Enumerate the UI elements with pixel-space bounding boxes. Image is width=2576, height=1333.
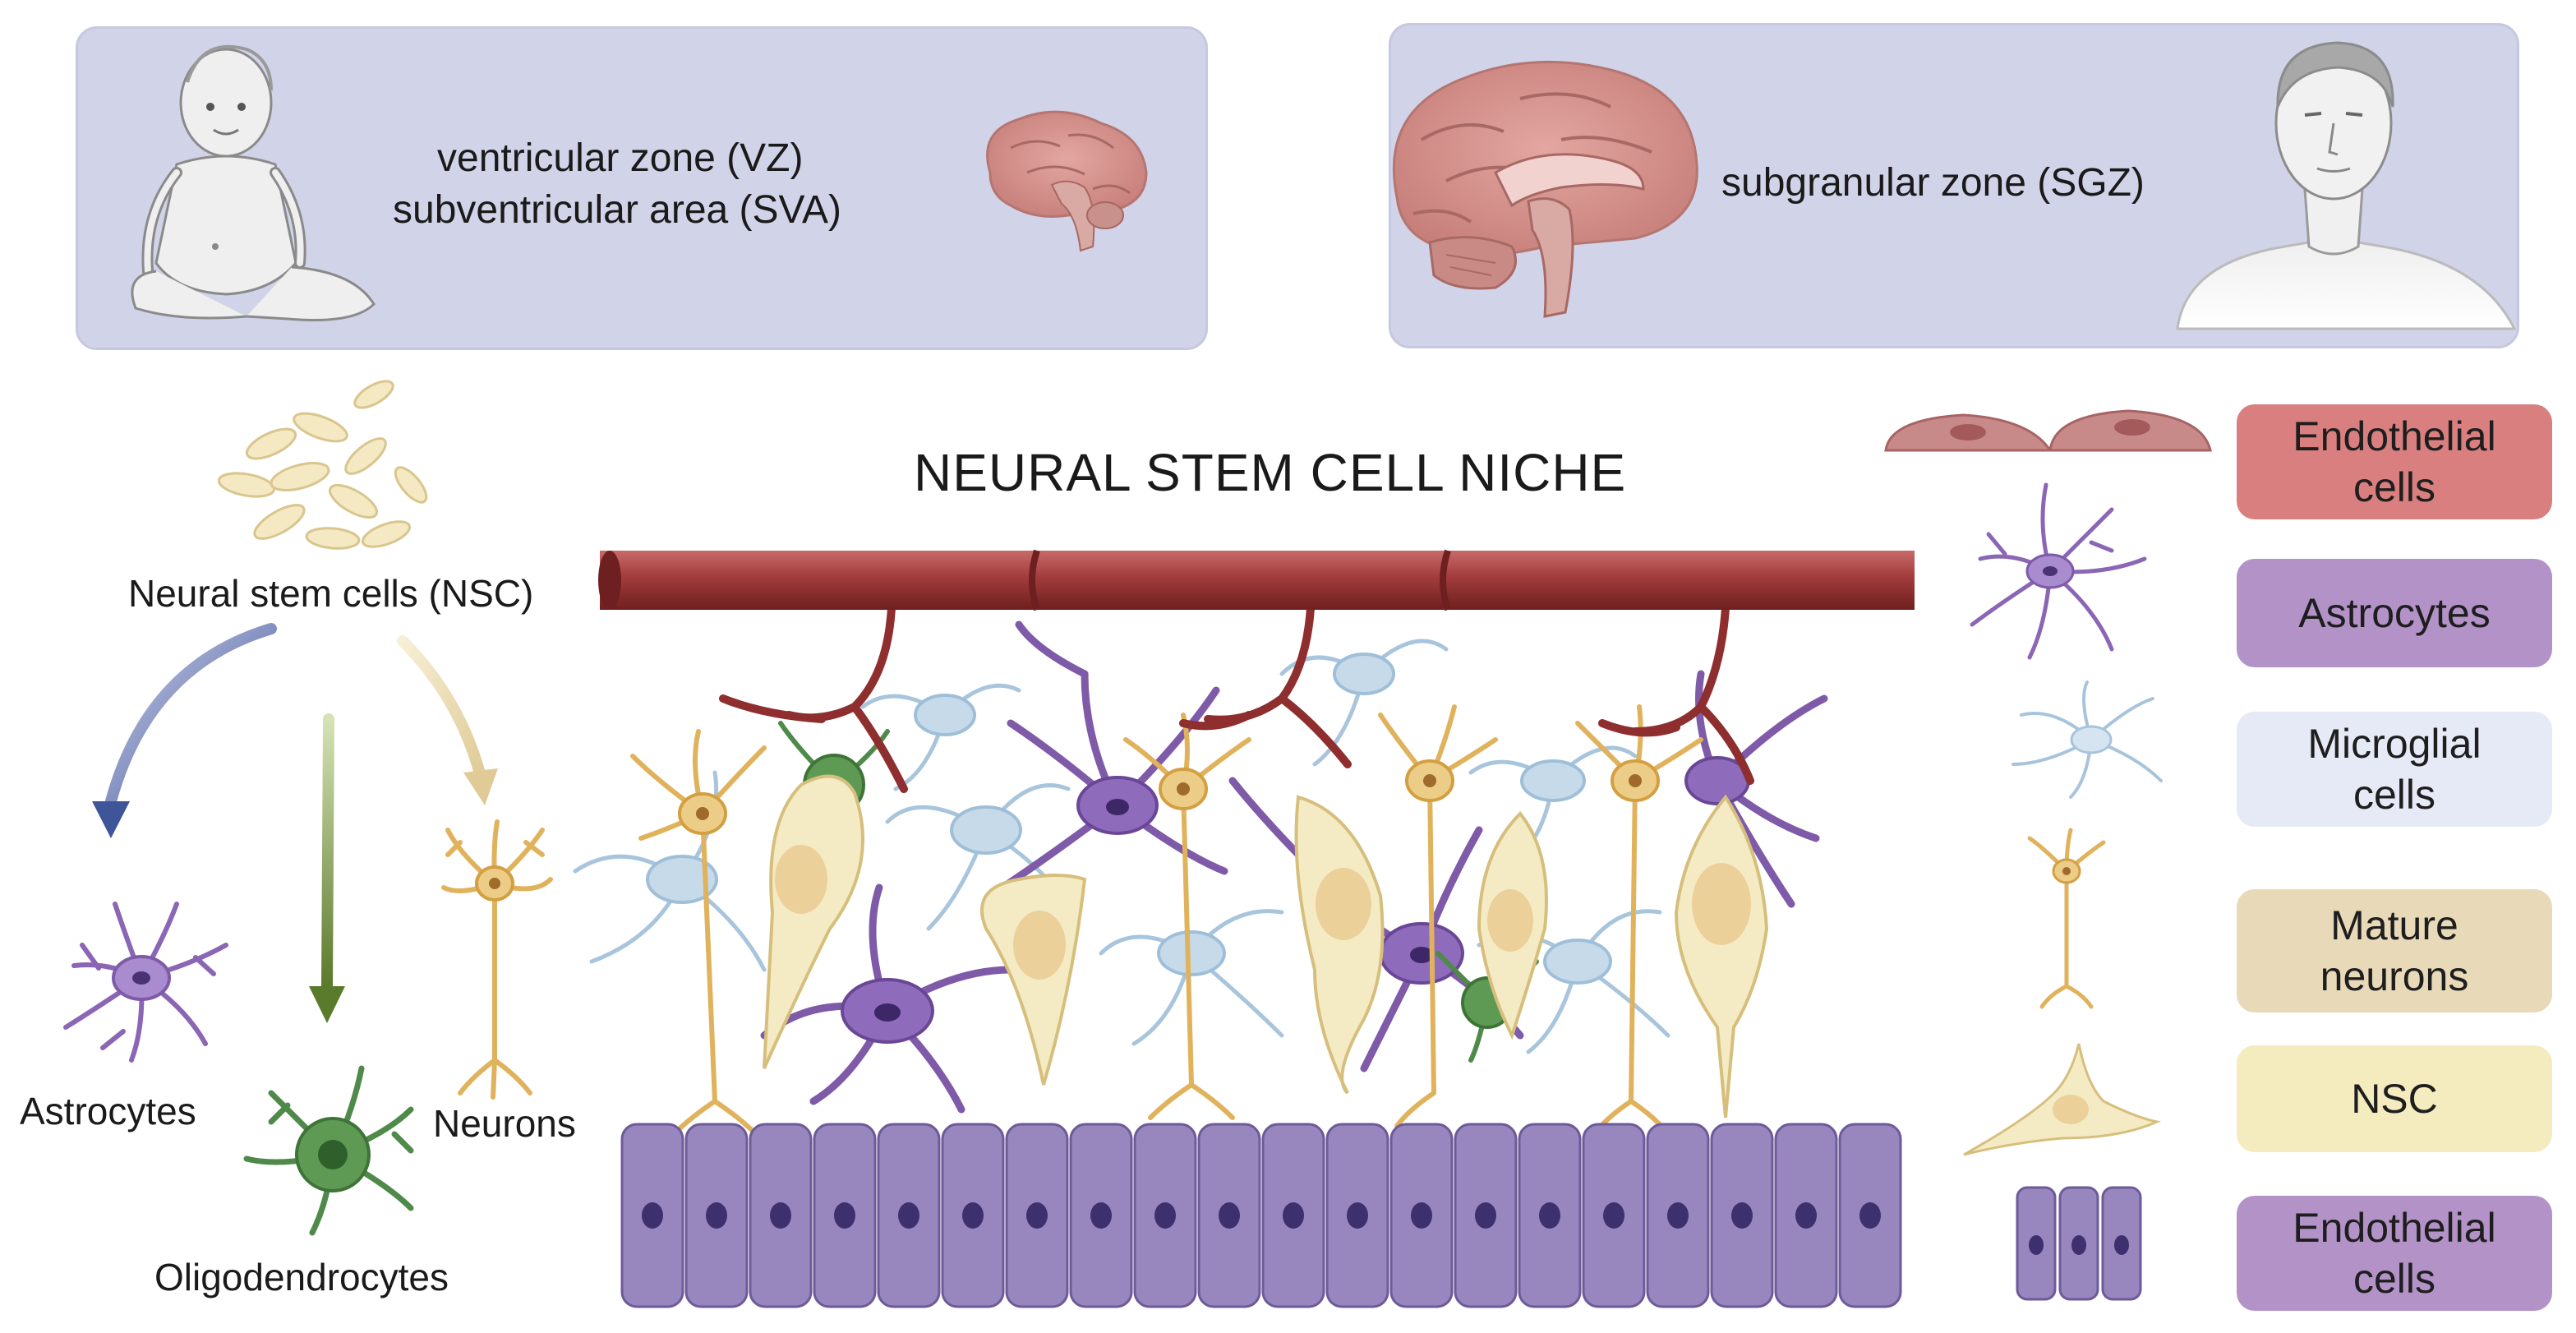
legend-mature-neurons: Mature neurons	[2237, 889, 2552, 1012]
ependymal-nucleus	[1603, 1202, 1624, 1229]
ependymal-nucleus	[1539, 1202, 1560, 1229]
legend-label-line2: cells	[2353, 772, 2435, 818]
ependymal-nucleus	[1090, 1202, 1112, 1229]
legend-endothelial-icon	[1884, 409, 2212, 452]
ependymal-nucleus	[642, 1202, 663, 1229]
ependymal-nucleus	[1347, 1202, 1368, 1229]
legend-endothelial-cells: Endothelial cells	[2237, 404, 2552, 519]
ependymal-nucleus	[1154, 1202, 1176, 1229]
blood-vessel	[598, 549, 1915, 611]
neurons-label: Neurons	[433, 1102, 576, 1145]
nsc-cluster-illustration	[217, 380, 428, 550]
ependymal-nucleus	[962, 1202, 984, 1229]
legend-label-line1: Endothelial	[2293, 413, 2496, 459]
ependymal-nucleus	[1667, 1202, 1689, 1229]
ependymal-nucleus	[834, 1202, 855, 1229]
ependymal-nucleus	[1026, 1202, 1048, 1229]
legend-nsc-icon	[1963, 1043, 2161, 1156]
lineage-neuron-illustration	[441, 819, 553, 1100]
ependymal-nucleus	[1859, 1202, 1881, 1229]
adult-panel-label: subgranular zone (SGZ)	[1721, 161, 2145, 205]
legend-label-line2: cells	[2353, 1256, 2435, 1302]
legend-label-line1: Mature	[2330, 902, 2458, 948]
lineage-oligodendrocyte-illustration	[243, 1065, 414, 1236]
ependymal-nucleus	[770, 1202, 791, 1229]
ependymal-nucleus	[1411, 1202, 1432, 1229]
ependymal-nucleus	[1475, 1202, 1496, 1229]
lineage-astrocyte-illustration	[63, 902, 228, 1063]
oligodendrocytes-label: Oligodendrocytes	[154, 1256, 449, 1298]
legend-microglial-cells: Microglial cells	[2237, 712, 2552, 827]
adult-brain-illustration	[1392, 60, 1698, 318]
page-title: NEURAL STEM CELL NICHE	[914, 443, 1627, 502]
infant-panel-label-2: subventricular area (SVA)	[393, 188, 841, 232]
legend-label-line1: Astrocytes	[2298, 590, 2491, 636]
ependymal-layer	[620, 1123, 1902, 1308]
adult-illustration	[2176, 41, 2517, 330]
ependymal-nucleus	[898, 1202, 919, 1229]
legend-label-line1: Microglial	[2307, 721, 2482, 767]
legend-ependymal-icon	[2016, 1186, 2142, 1301]
legend-astrocyte-icon	[1970, 482, 2147, 660]
infant-panel-label-1: ventricular zone (VZ)	[437, 136, 804, 180]
legend-neuron-icon	[2027, 828, 2106, 1009]
ependymal-nucleus	[1731, 1202, 1753, 1229]
legend-endothelial-cells-2: Endothelial cells	[2237, 1196, 2552, 1311]
legend-label-line1: Endothelial	[2293, 1205, 2496, 1251]
ependymal-nucleus	[706, 1202, 727, 1229]
ependymal-nucleus	[1219, 1202, 1240, 1229]
legend-label-line1: NSC	[2351, 1076, 2438, 1122]
ependymal-nucleus	[1283, 1202, 1304, 1229]
infant-brain-illustration	[986, 110, 1148, 252]
legend-astrocytes: Astrocytes	[2237, 559, 2552, 667]
legend-label-line2: neurons	[2320, 953, 2469, 999]
infant-illustration	[131, 44, 376, 321]
ependymal-nucleus	[1795, 1202, 1817, 1229]
differentiation-arrows	[92, 623, 498, 1023]
nsc-label: Neural stem cells (NSC)	[128, 572, 534, 615]
legend-microglia-icon	[2011, 680, 2163, 799]
legend-label-line2: cells	[2353, 464, 2435, 510]
astrocytes-label: Astrocytes	[20, 1090, 196, 1132]
niche-scene	[573, 549, 1915, 1308]
legend-nsc: NSC	[2237, 1045, 2552, 1152]
